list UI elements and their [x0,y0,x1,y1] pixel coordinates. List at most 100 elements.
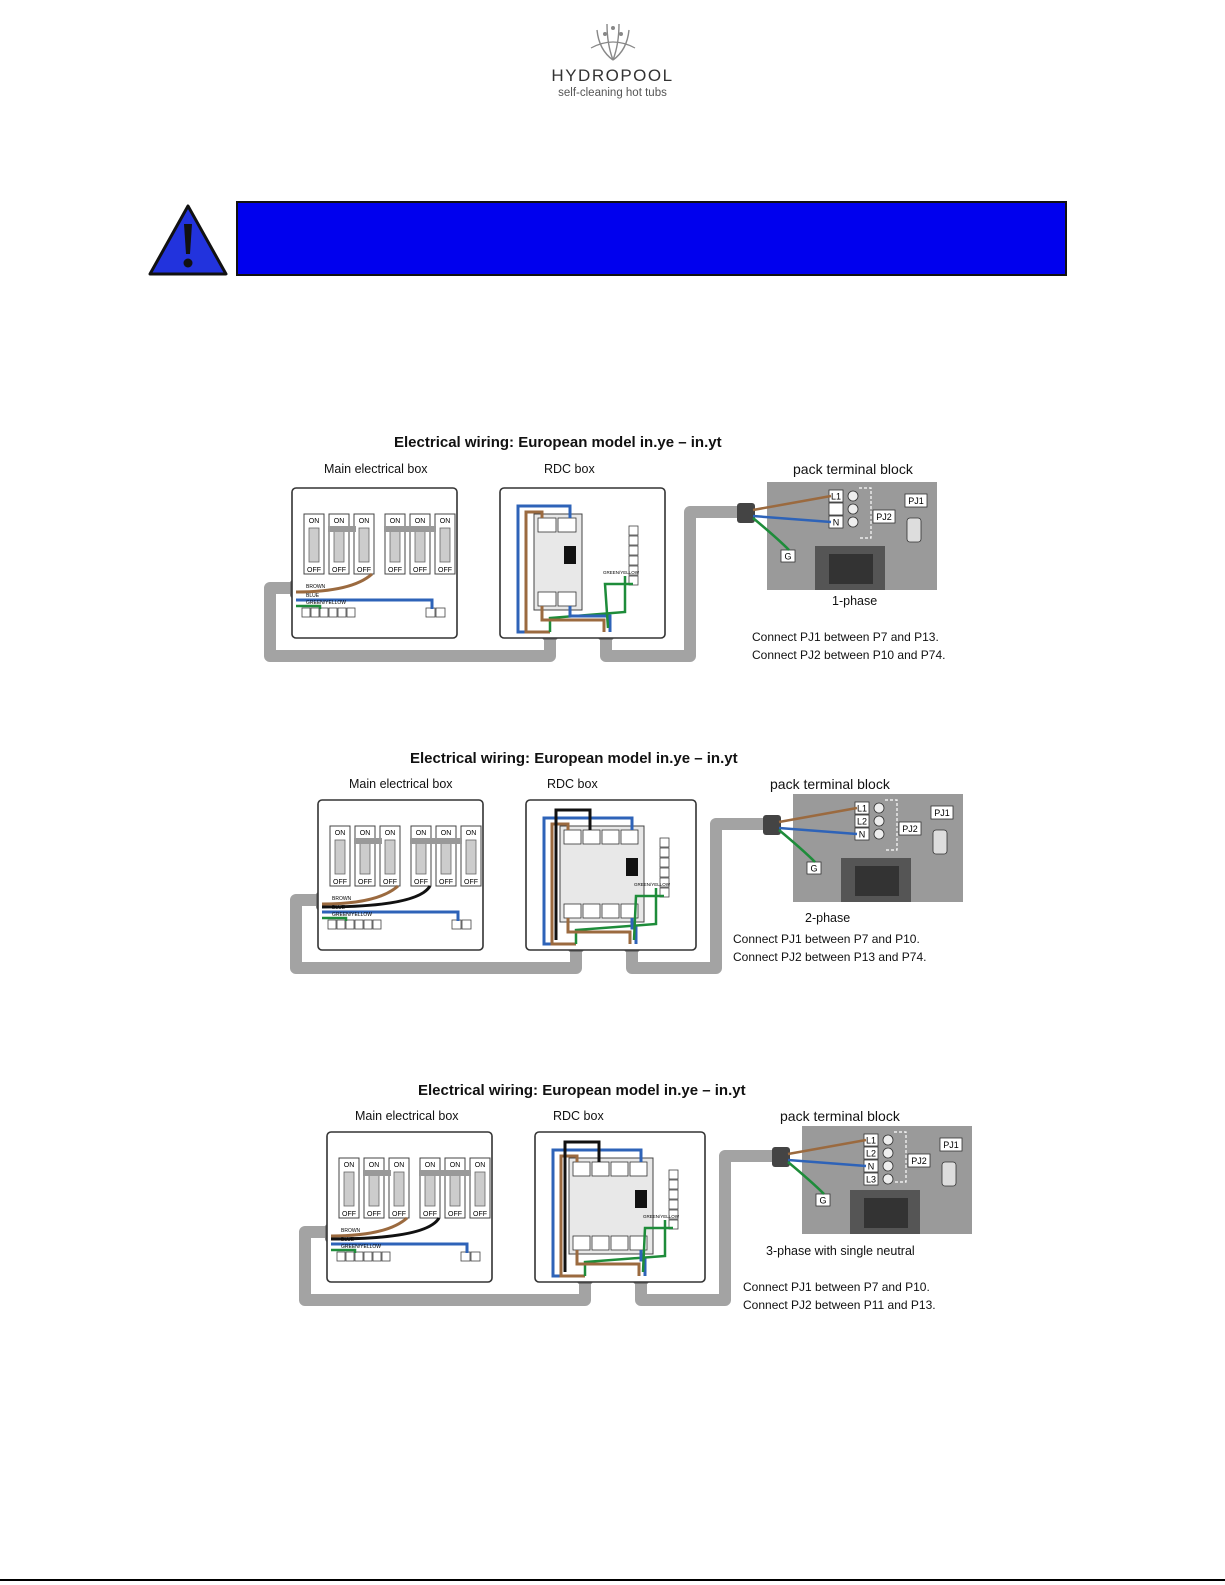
terminal-letter: L1 [866,1136,876,1146]
terminal-screw [847,503,859,515]
live-in-wire [559,1154,585,1278]
earth-bar-screw [628,565,639,576]
pj2-label-box [872,509,896,524]
rcd-terminal [563,829,582,845]
breaker-on-label: ON [334,518,345,525]
breaker-toggle [449,1171,461,1207]
earth-bar-screw [659,837,670,848]
terminal-screw [363,919,373,930]
wire-label: GREEN/YELLOW [634,882,671,887]
warning-banner [236,201,1067,276]
terminal-letter: L1 [857,804,867,814]
conduit-rdc-to-pack [626,818,773,974]
pj1-label: PJ1 [934,808,950,818]
rcd-terminal [620,829,639,845]
connection-note-2: Connect PJ2 between P10 and P74. [752,648,946,662]
rcd-terminal [572,1235,591,1251]
connection-note-2: Connect PJ2 between P11 and P13. [743,1298,936,1312]
live-in-wire-2 [554,808,592,940]
breaker-on-label: ON [369,1162,380,1169]
rdc-box-label: RDC box [544,462,595,476]
diagram-title: Electrical wiring: European model in.ye … [418,1082,746,1099]
rcd-test-button [564,546,576,564]
earth-wire [331,1248,357,1253]
live-out-wire [575,1250,641,1276]
transformer-core [864,1198,908,1228]
terminal-screw [847,516,859,528]
earth-wire [583,1220,667,1276]
rcd-terminal [620,903,639,919]
breaker-on-label: ON [390,518,401,525]
terminal-screw [336,1251,346,1262]
terminal-letter-box [828,502,844,516]
pj2-label-box [907,1153,931,1168]
cable-gland [772,1147,790,1167]
terminal-screw [310,607,320,618]
earth-bar-screw [628,535,639,546]
terminal-screw [372,1251,382,1262]
earth-bar-screw [668,1209,679,1220]
terminal-screw [301,607,311,618]
wire-label: GREEN/YELLOW [341,1244,381,1250]
earth-bar-screw [659,857,670,868]
breaker-toggle [334,839,346,875]
rcd-terminal [563,903,582,919]
breaker-on-label: ON [416,830,427,837]
breaker-off-label: OFF [367,1211,381,1218]
terminal-screw [337,607,347,618]
live-wire [321,884,400,906]
pj2-label-box [898,821,922,836]
breaker-on-label: ON [466,830,477,837]
earth-bar-screw [659,847,670,858]
breaker-on-label: ON [359,518,370,525]
transformer-core [829,554,873,584]
breaker-off-label: OFF [464,879,478,886]
earth-bar-screw [628,555,639,566]
hydropool-logo-icon [590,23,635,61]
terminal-screw [319,607,329,618]
phase-label: 2-phase [805,911,851,925]
breaker-toggle [465,839,477,875]
wire-label: BROWN [341,1228,361,1234]
terminal-screw [873,815,885,827]
earth-out-wire [632,894,664,941]
pj1-label-box [904,493,928,508]
live-wire-2 [321,885,432,909]
earth-bar-screw [668,1199,679,1210]
live-wire [295,572,374,594]
neutral-wire-pack [752,514,832,524]
terminal-screw [873,802,885,814]
terminal-screw [847,490,859,502]
neutral-wire [322,910,460,921]
pj2-label: PJ2 [876,512,892,522]
terminal-letter: L3 [866,1175,876,1185]
live-wire-pack [778,806,858,824]
jumper-bracket [894,1131,907,1183]
terminal-screw [372,919,382,930]
terminal-letter-box [863,1172,879,1186]
breaker-off-label: OFF [392,1211,406,1218]
earth-bar-screw [628,575,639,586]
breaker-on-label: ON [344,1162,355,1169]
earth-bar-screw [659,887,670,898]
connection-note-2: Connect PJ2 between P13 and P74. [733,950,927,964]
wire-label: BLUE [341,1237,355,1243]
rcd-terminal [591,1235,610,1251]
terminal-screw [328,607,338,618]
breaker-on-label: ON [475,1162,486,1169]
jumper-plug [906,517,922,543]
terminal-block-label: pack terminal block [793,461,913,477]
pj2-label: PJ2 [902,824,918,834]
breaker-off-label: OFF [332,567,346,574]
ground-label: G [819,1196,826,1206]
wire-label: GREEN/YELLOW [332,912,372,918]
breaker-toggle [393,1171,405,1207]
terminal-block-label: pack terminal block [770,776,890,792]
terminal-screw [381,1251,391,1262]
jumper-bracket [859,487,872,539]
earth-wire [574,888,658,944]
rcd-terminal [610,1235,629,1251]
rcd-terminal [610,1161,629,1177]
